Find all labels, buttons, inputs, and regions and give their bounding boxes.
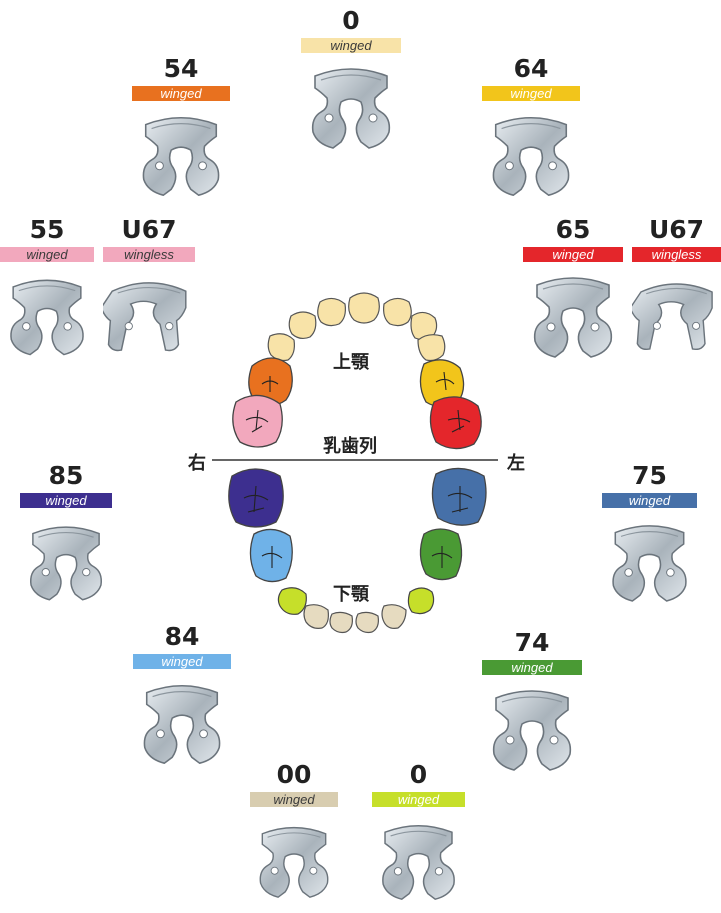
clamp-type-tag: winged (20, 493, 112, 508)
tooth-lower-front-4 (381, 604, 407, 629)
lower-arch (228, 467, 487, 634)
clamp-card-00: 00 winged (250, 762, 338, 905)
upper-jaw-label: 上顎 (333, 352, 369, 373)
clamp-card-75: 75 winged (602, 463, 697, 613)
clamp-type-tag: winged (0, 247, 94, 262)
clamp-type-tag: winged (482, 660, 582, 675)
clamp-image (482, 108, 580, 207)
tooth-upper-front-7 (417, 334, 446, 362)
clamp-image (629, 269, 721, 368)
clamp-image (523, 269, 623, 368)
left-side-label: 左 (507, 453, 525, 474)
tooth-upper-right-second-molar (232, 394, 283, 448)
clamp-card-74: 74 winged (482, 630, 582, 780)
clamp-image (482, 682, 582, 781)
clamp-type-tag: winged (523, 247, 623, 262)
clamp-card-64: 64 winged (482, 56, 580, 206)
clamp-image (0, 269, 94, 368)
clamp-number: 54 (163, 54, 199, 83)
tooth-lower-right-second-molar (228, 468, 284, 528)
winged-clamp-icon (311, 68, 391, 149)
clamp-type-tag: winged (372, 792, 465, 807)
clamp-type-tag: winged (132, 86, 230, 101)
clamp-number: 84 (164, 622, 200, 651)
clamp-number: 65 (555, 215, 591, 244)
winged-clamp-icon (10, 279, 84, 356)
winged-clamp-icon (492, 117, 570, 197)
winged-clamp-icon (30, 526, 102, 601)
winged-clamp-icon (533, 277, 613, 358)
clamp-card-84: 84 winged (133, 624, 231, 774)
clamp-image (100, 269, 195, 368)
clamp-image (301, 60, 401, 159)
wingless-clamp-icon (100, 282, 187, 352)
clamp-card-0-top: 0 winged (301, 8, 401, 158)
tooth-upper-front-3 (383, 297, 412, 327)
clamp-card-u67-right: U67 wingless (100, 215, 195, 368)
clamp-image (132, 108, 230, 207)
clamp-image (20, 515, 112, 614)
tooth-lower-front-2 (329, 611, 353, 634)
clamp-type-tag: wingless (632, 247, 721, 262)
clamp-number: 64 (513, 54, 549, 83)
clamp-card-55: 55 winged (0, 217, 94, 367)
tooth-lower-front-3 (355, 611, 379, 634)
tooth-lower-right-canine (277, 587, 307, 615)
winged-clamp-icon (142, 117, 220, 197)
clamp-number: 75 (632, 461, 667, 490)
tooth-lower-right-first-molar (249, 528, 293, 583)
wingless-clamp-icon (629, 283, 713, 351)
tooth-upper-front-4 (288, 311, 317, 340)
clamp-card-u67-left: U67 wingless (629, 215, 721, 368)
diagram-title: 乳歯列 (323, 436, 377, 457)
tooth-upper-left-second-molar (429, 396, 482, 450)
clamp-type-tag: winged (133, 654, 231, 669)
tooth-lower-front-1 (303, 604, 329, 629)
clamp-image (250, 814, 338, 913)
clamp-card-85: 85 winged (20, 463, 112, 613)
clamp-number: U67 (648, 215, 705, 244)
clamp-number: 00 (276, 760, 312, 789)
clamp-number: 0 (409, 760, 428, 789)
clamp-card-54: 54 winged (132, 56, 230, 206)
tooth-lower-left-canine (407, 587, 435, 615)
clamp-number: 74 (514, 628, 550, 657)
clamp-image (133, 676, 231, 775)
winged-clamp-icon (143, 685, 221, 765)
right-side-label: 右 (188, 453, 206, 474)
clamp-type-tag: winged (250, 792, 338, 807)
tooth-upper-front-2 (317, 297, 346, 327)
clamp-type-tag: winged (301, 38, 401, 53)
clamp-number: 0 (342, 6, 360, 35)
upper-arch (232, 292, 482, 450)
winged-clamp-icon (492, 690, 572, 771)
clamp-card-65: 65 winged (523, 217, 623, 367)
clamp-type-tag: wingless (103, 247, 195, 262)
clamp-image (372, 814, 465, 913)
lower-jaw-label: 下顎 (333, 584, 369, 605)
clamp-card-0-bottom: 0 winged (372, 762, 465, 905)
clamp-image (602, 515, 697, 614)
fissure-marks (243, 371, 473, 568)
tooth-lower-left-second-molar (431, 467, 487, 526)
clamp-type-tag: winged (482, 86, 580, 101)
winged-clamp-icon (259, 826, 329, 898)
winged-clamp-icon (612, 525, 687, 602)
clamp-number: U67 (121, 215, 177, 244)
clamp-number: 55 (29, 215, 65, 244)
tooth-upper-front-6 (267, 333, 295, 362)
clamp-type-tag: winged (602, 493, 697, 508)
tooth-upper-front-1 (348, 292, 380, 324)
clamp-number: 85 (48, 461, 84, 490)
tooth-lower-left-first-molar (419, 528, 463, 581)
winged-clamp-icon (382, 825, 455, 900)
